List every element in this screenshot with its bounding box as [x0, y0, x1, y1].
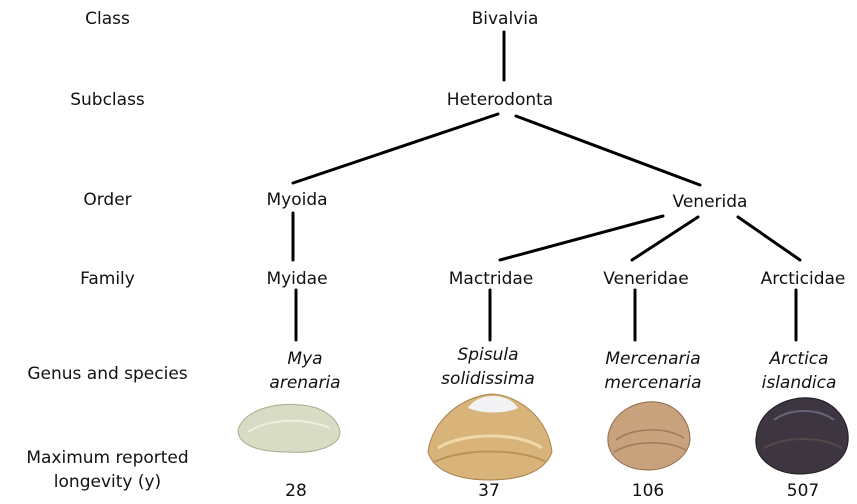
genus-name: Mya [269, 347, 340, 371]
longevity-arctica: 507 [787, 480, 819, 502]
longevity-mya: 28 [285, 480, 307, 502]
genus-name: Mercenaria [604, 347, 701, 371]
node-family-arcticidae: Arcticidae [761, 268, 846, 290]
node-order-myoida: Myoida [266, 189, 327, 211]
species-mercenaria-mercenaria: Mercenaria mercenaria [604, 347, 701, 395]
edge-venerida-veneridae [632, 217, 698, 260]
species-epithet: solidissima [441, 367, 535, 391]
edge-venerida-arcticidae [738, 217, 800, 260]
node-subclass: Heterodonta [447, 89, 553, 111]
rank-subclass: Subclass [0, 89, 215, 111]
species-epithet: islandica [762, 371, 837, 395]
shell-arctica-body [756, 398, 848, 474]
species-arctica-islandica: Arctica islandica [762, 347, 837, 395]
rank-longevity-line1: Maximum reported [0, 447, 215, 469]
longevity-spisula: 37 [478, 480, 500, 502]
rank-genus-species: Genus and species [0, 363, 215, 385]
rank-longevity-line2: longevity (y) [0, 471, 215, 493]
rank-family: Family [0, 268, 215, 290]
node-family-veneridae: Veneridae [603, 268, 688, 290]
shell-mercenaria-mercenaria [608, 402, 690, 470]
species-mya-arenaria: Mya arenaria [269, 347, 340, 395]
shell-mercenaria-body [608, 402, 690, 470]
longevity-mercenaria: 106 [632, 480, 664, 502]
node-family-mactridae: Mactridae [449, 268, 533, 290]
shell-mya-arenaria [238, 404, 340, 452]
edge-heterodonta-venerida [516, 116, 700, 185]
shell-arctica-islandica [756, 398, 848, 474]
rank-class: Class [0, 8, 215, 30]
species-epithet: arenaria [269, 371, 340, 395]
species-spisula-solidissima: Spisula solidissima [441, 343, 535, 391]
shell-spisula-solidissima [428, 394, 552, 480]
node-order-venerida: Venerida [673, 191, 748, 213]
node-family-myidae: Myidae [266, 268, 327, 290]
rank-order: Order [0, 189, 215, 211]
genus-name: Arctica [762, 347, 837, 371]
edge-venerida-mactridae [500, 216, 663, 260]
edge-heterodonta-myoida [293, 114, 498, 183]
genus-name: Spisula [441, 343, 535, 367]
species-epithet: mercenaria [604, 371, 701, 395]
node-class: Bivalvia [472, 8, 539, 30]
